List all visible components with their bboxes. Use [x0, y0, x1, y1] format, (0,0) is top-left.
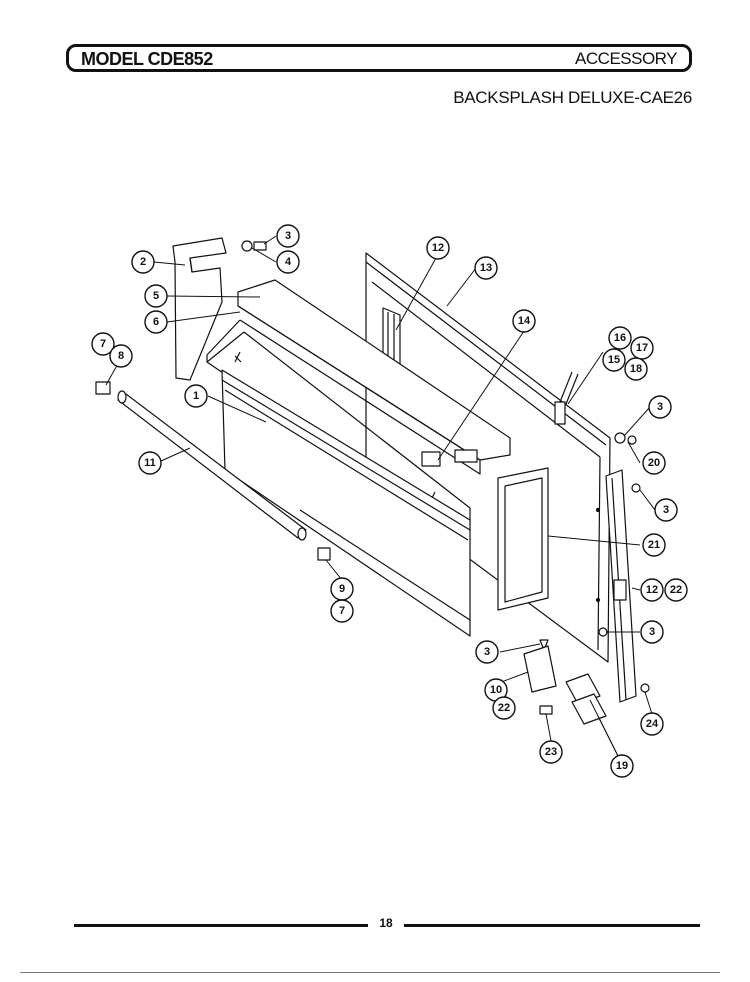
rod-left-clip: [95, 381, 111, 395]
callout-3e: 3: [475, 640, 499, 664]
rear-right-bracket: [554, 371, 579, 425]
svg-text:7: 7: [100, 338, 106, 350]
callout-15: 15: [602, 348, 626, 372]
svg-text:22: 22: [498, 702, 510, 714]
svg-text:22: 22: [670, 584, 682, 596]
svg-text:12: 12: [432, 242, 444, 254]
glass-panel: [221, 369, 471, 637]
rod-right-clip: [317, 547, 331, 561]
svg-text:9: 9: [339, 583, 345, 595]
lamp-bulbs: [565, 673, 607, 725]
callout-17: 17: [630, 336, 654, 360]
svg-text:1: 1: [193, 390, 199, 402]
title-bar: MODEL CDE852 ACCESSORY: [66, 44, 692, 72]
svg-text:11: 11: [144, 457, 156, 469]
handle-rod: [117, 390, 307, 541]
svg-text:8: 8: [118, 350, 124, 362]
lamp-lens: [497, 467, 549, 611]
callout-3d: 3: [640, 620, 664, 644]
callout-5: 5: [144, 284, 168, 308]
callout-12b: 12: [640, 578, 664, 602]
svg-text:23: 23: [545, 746, 557, 758]
callout-12: 12: [426, 236, 450, 260]
model-label: MODEL CDE852: [81, 49, 213, 69]
svg-text:21: 21: [648, 539, 660, 551]
svg-text:7: 7: [339, 605, 345, 617]
callout-7b: 7: [330, 599, 354, 623]
svg-text:24: 24: [646, 718, 659, 730]
right-end-cap: [605, 469, 637, 703]
scan-edge-line: [20, 972, 720, 973]
callout-4: 4: [276, 250, 300, 274]
svg-text:17: 17: [636, 342, 648, 354]
callout-23: 23: [539, 740, 563, 764]
svg-text:18: 18: [630, 363, 642, 375]
callout-6: 6: [144, 310, 168, 334]
svg-text:3: 3: [663, 504, 669, 516]
callout-3b: 3: [648, 395, 672, 419]
callout-20: 20: [642, 451, 666, 475]
svg-text:13: 13: [480, 262, 492, 274]
screw-3: [253, 241, 267, 251]
callout-24: 24: [640, 712, 664, 736]
washer-4: [241, 240, 253, 252]
end-cap: [172, 237, 227, 381]
callout-2: 2: [131, 250, 155, 274]
section-label: ACCESSORY: [575, 49, 677, 68]
callout-9: 9: [330, 577, 354, 601]
svg-text:4: 4: [285, 256, 292, 268]
svg-text:19: 19: [616, 760, 628, 772]
svg-text:3: 3: [657, 401, 663, 413]
svg-text:12: 12: [646, 584, 658, 596]
callout-3c: 3: [654, 498, 678, 522]
callout-13: 13: [474, 256, 498, 280]
callout-21: 21: [642, 533, 666, 557]
svg-text:14: 14: [518, 315, 531, 327]
svg-text:2: 2: [140, 256, 146, 268]
page-subtitle: BACKSPLASH DELUXE-CAE26: [453, 88, 692, 107]
callout-11: 11: [138, 451, 162, 475]
callout-7: 7: [91, 332, 115, 356]
page-number: 18: [379, 916, 393, 930]
svg-text:3: 3: [484, 646, 490, 658]
callout-16: 16: [608, 326, 632, 350]
callout-22: 22: [664, 578, 688, 602]
callout-8: 8: [109, 344, 133, 368]
svg-text:5: 5: [153, 290, 159, 302]
callout-labels: 1 2 3 4 5 6 7 8 9 7 10 11 12 13 14 15 16…: [91, 224, 688, 778]
rear-left-bracket: [382, 307, 401, 369]
svg-text:20: 20: [648, 457, 660, 469]
svg-text:3: 3: [649, 626, 655, 638]
callout-18: 18: [624, 357, 648, 381]
svg-text:3: 3: [285, 230, 291, 242]
footer-rule-left: [74, 924, 368, 927]
footer-rule-right: [404, 924, 700, 927]
callout-14: 14: [512, 309, 536, 333]
callout-19: 19: [610, 754, 634, 778]
callout-1: 1: [184, 384, 208, 408]
callout-22b: 22: [492, 696, 516, 720]
svg-text:16: 16: [614, 332, 626, 344]
callout-3: 3: [276, 224, 300, 248]
lamp-socket: [523, 645, 557, 715]
svg-text:15: 15: [608, 354, 620, 366]
svg-text:10: 10: [490, 684, 502, 696]
svg-text:6: 6: [153, 316, 159, 328]
callout-10: 10: [484, 678, 508, 702]
